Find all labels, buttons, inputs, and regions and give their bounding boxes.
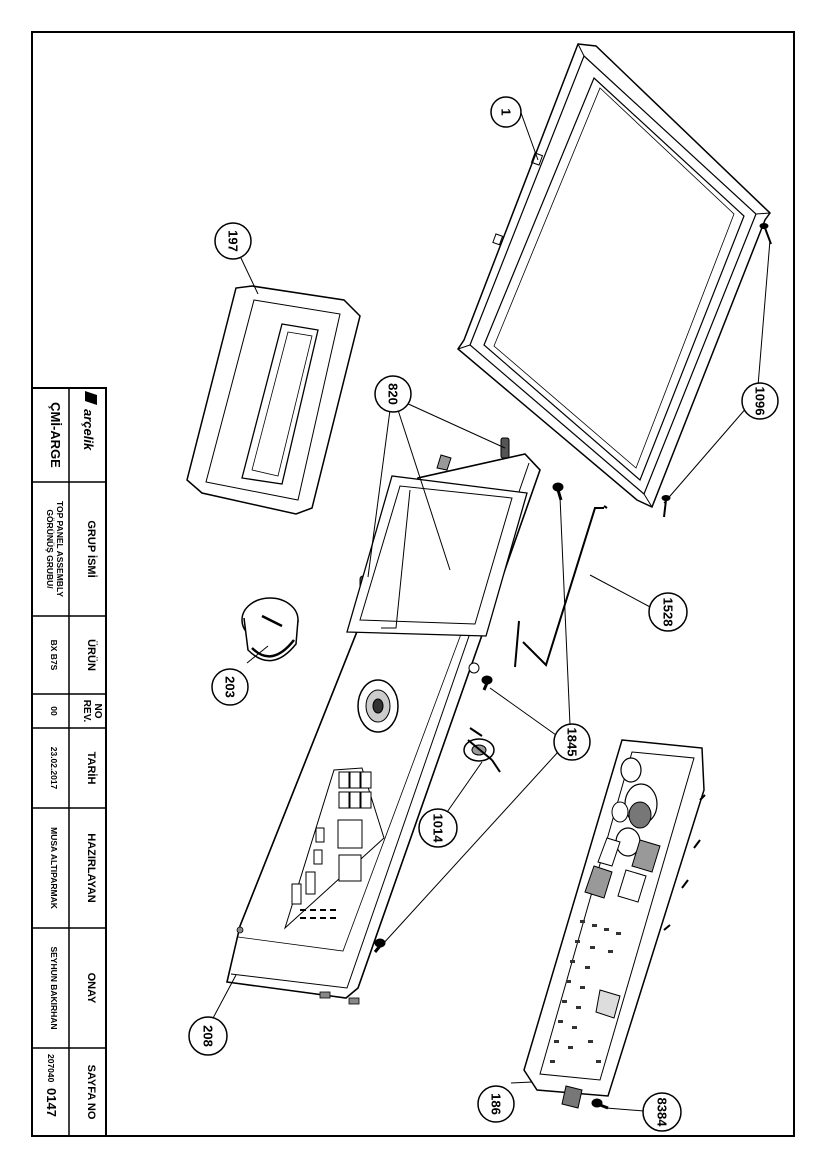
part-1-top-cover [457,43,771,509]
svg-text:1014: 1014 [431,814,446,844]
revision-value: 00 [49,706,59,716]
svg-text:1528: 1528 [661,598,676,627]
svg-text:186: 186 [489,1093,504,1115]
group-name-value-2: TOP PANEL ASSEMBLY [55,501,65,597]
part-1014-shaft-adapter [463,727,501,773]
callout-8384: 8384 [642,1092,682,1132]
revision-header-2: NO [92,704,103,719]
callout-1096: 1096 [741,382,779,420]
part-1528-wire [514,505,608,668]
svg-text:197: 197 [226,230,241,252]
callout-197: 197 [214,222,252,260]
screw-1845-b [481,675,493,691]
callout-1528: 1528 [648,592,688,632]
callout-1845: 1845 [553,723,591,761]
svg-text:208: 208 [201,1025,216,1047]
callout-186: 186 [477,1085,515,1123]
approval-value: SEYHUN BAKIRHAN [49,946,59,1029]
callout-208: 208 [188,1016,228,1056]
product-value: BX B7S [49,640,59,671]
company-logo: arçelik [81,391,97,451]
page-number-header: SAYFA NO [85,1065,97,1120]
screw-8384 [591,1098,609,1110]
date-header: TARİH [85,752,98,785]
svg-text:1096: 1096 [753,387,768,416]
washer-1845 [468,662,480,674]
svg-text:203: 203 [223,676,238,698]
prepared-by-value: MUSA ALTIPARMAK [49,827,59,910]
screw-1096-a [759,223,772,245]
svg-text:1: 1 [499,108,514,115]
prepared-by-header: HAZIRLAYAN [85,833,97,903]
page-number-main: 0147 [44,1088,59,1117]
date-value: 23.02.2017 [49,747,59,790]
page-number-prefix: 207040 [46,1054,56,1083]
svg-text:1845: 1845 [565,728,580,757]
callout-1014: 1014 [418,808,458,848]
part-208-control-panel [226,453,541,1005]
revision-header-1: REV. [81,700,92,723]
callout-1: 1 [490,96,522,128]
screw-1845-c [373,938,386,953]
screw-1845-a [552,482,564,501]
part-203-knob [241,597,299,662]
part-197-drawer-panel [186,285,361,515]
svg-text:8384: 8384 [655,1098,670,1128]
part-186-control-board [523,739,706,1109]
approval-header: ONAY [85,973,97,1004]
display-window [283,767,385,930]
department-name: ÇMİ-ARGE [48,402,63,468]
group-name-header: GRUP İSMİ [85,520,98,577]
leader-lines [211,109,771,1112]
svg-text:820: 820 [386,383,401,405]
product-header: ÜRÜN [85,639,98,671]
screw-1096-b [661,495,671,518]
title-block: arçelik ÇMİ-ARGE GRUP İSMİ GÖRÜNÜŞ GRUBU… [31,387,107,1137]
callout-820: 820 [374,375,412,413]
callout-203: 203 [211,668,249,706]
group-name-value-1: GÖRÜNÜŞ GRUBU/ [45,509,55,589]
company-name: arçelik [81,409,96,451]
